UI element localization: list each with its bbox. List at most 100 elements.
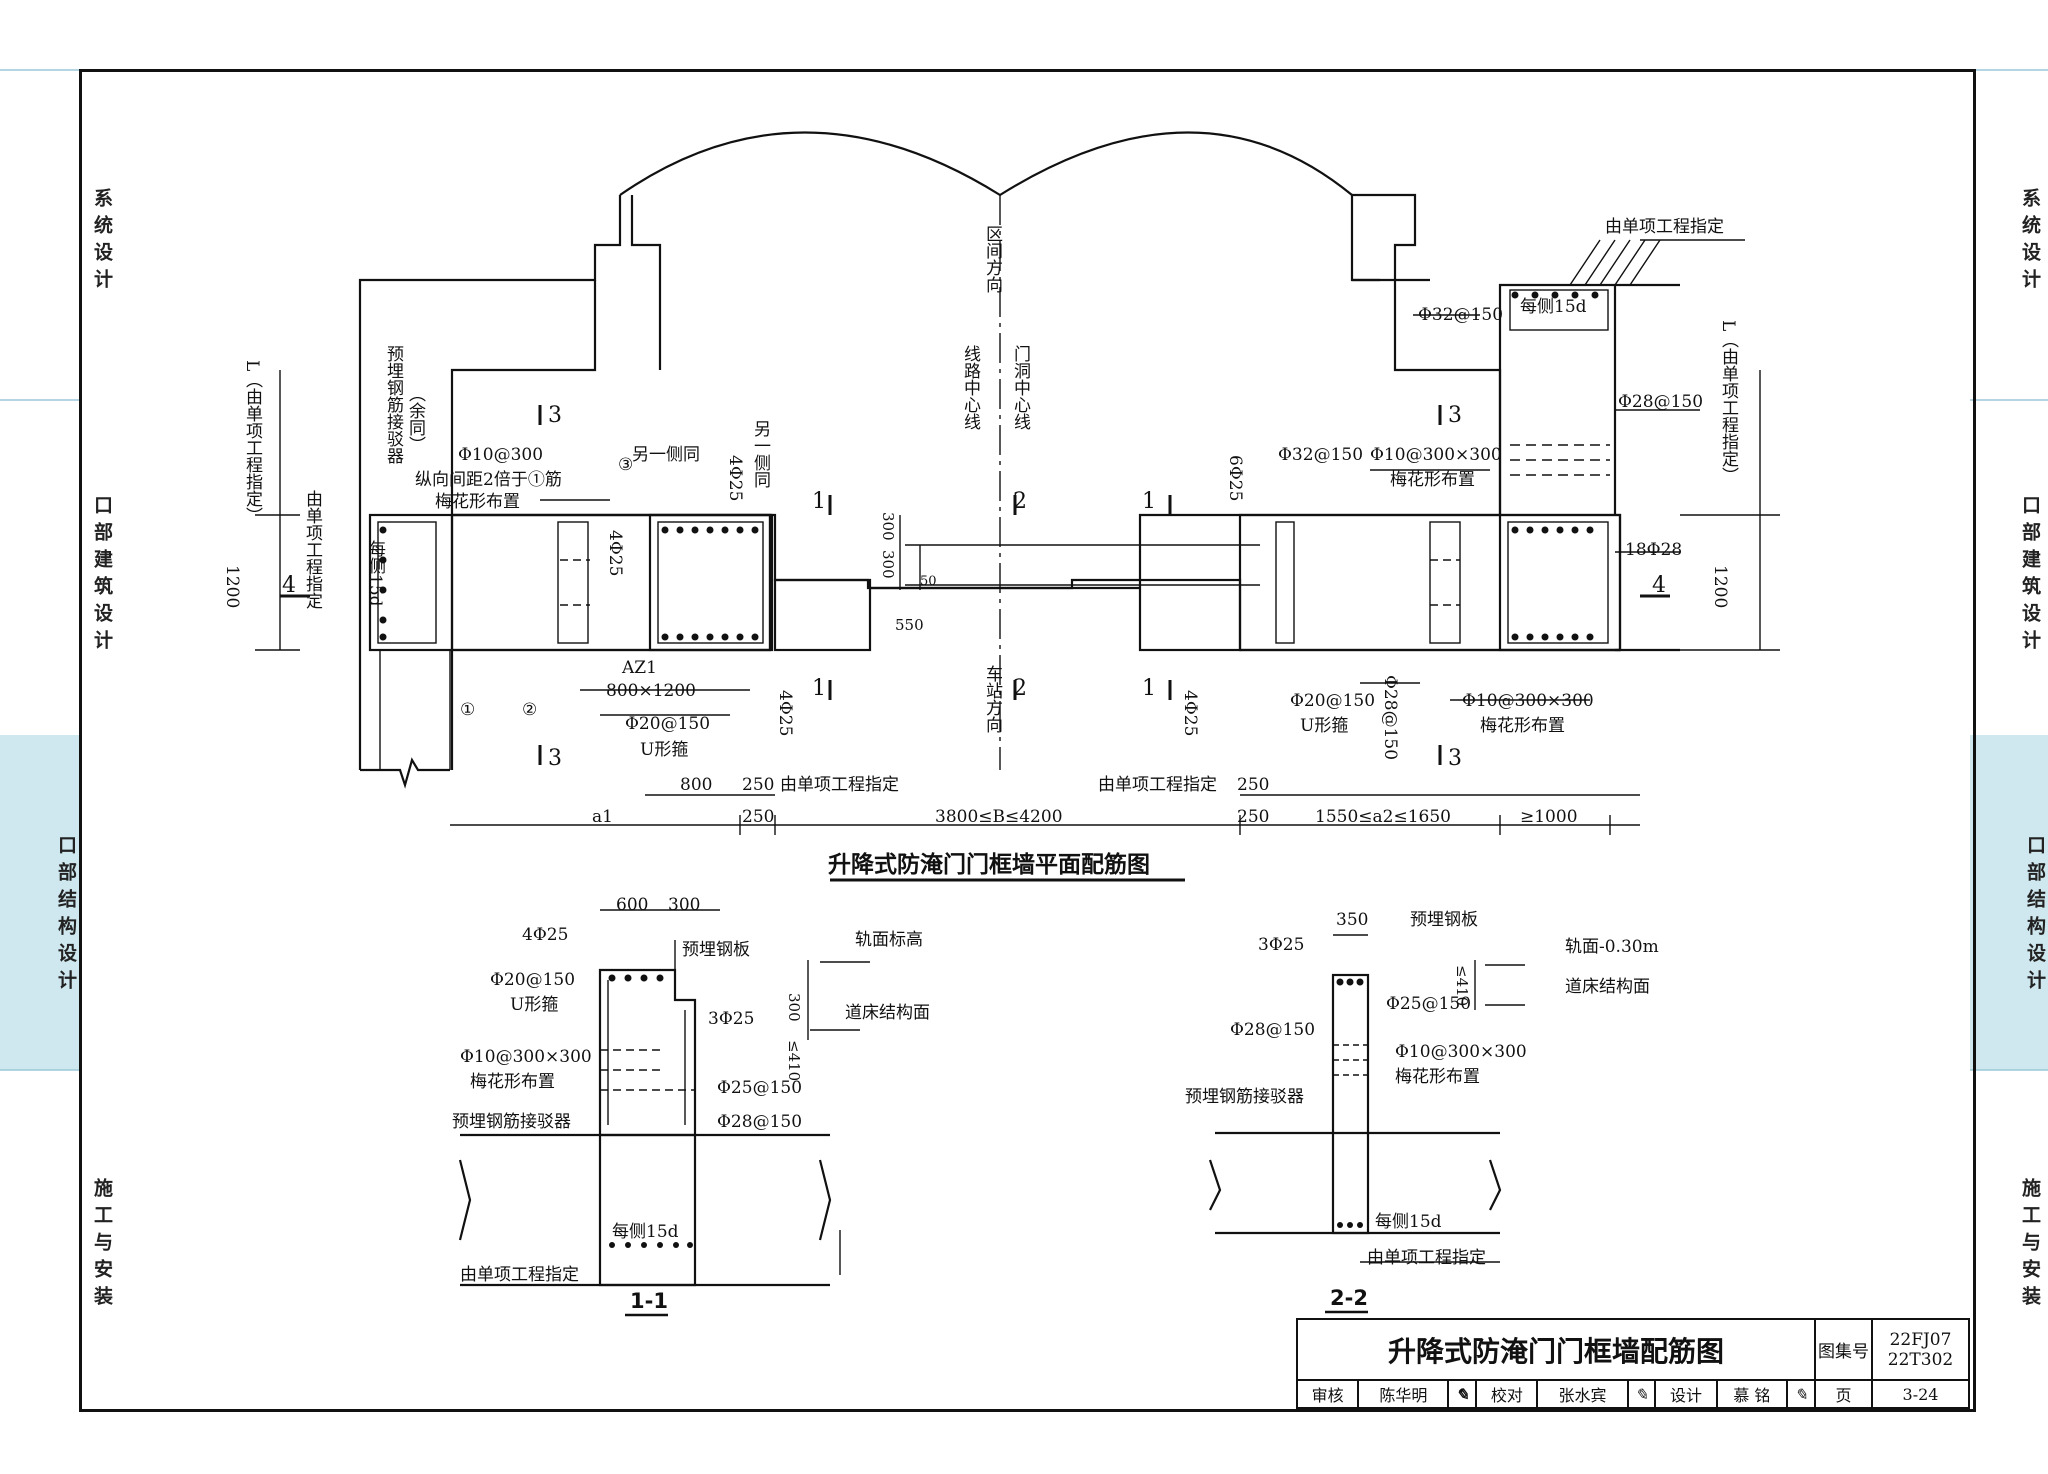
- label-interval-dir: 区间方向: [982, 225, 1003, 293]
- label-sec4-a: 4: [282, 573, 296, 598]
- label-U-hoop-r: U形箍: [1300, 716, 1348, 736]
- label-sec1-d: 1: [1142, 676, 1156, 701]
- label-sec2-b: 2: [1013, 676, 1027, 701]
- checker-name: 张水宾: [1536, 1379, 1629, 1409]
- label-long-spacing: 纵向间距2倍于①筋: [415, 470, 562, 490]
- s22-by-project: 由单项工程指定: [1367, 1248, 1486, 1268]
- label-circle3: ③: [618, 455, 633, 475]
- side-tab-left-structure[interactable]: 口部结构设计: [0, 735, 79, 1070]
- label-ge1000: ≥1000: [1520, 807, 1578, 827]
- side-tab-right-construction[interactable]: 施工与安装: [1973, 1170, 2043, 1330]
- label-a2-range: 1550≤a2≤1650: [1315, 807, 1451, 827]
- title-block: 升降式防淹门门框墙配筋图 图集号 22FJ07 22T302 审核 陈华明 ✎ …: [1295, 1318, 1970, 1409]
- side-tab-left-architecture[interactable]: 口部建筑设计: [45, 475, 115, 675]
- label-18-28: 18Φ28: [1625, 540, 1682, 560]
- s11-3-25: 3Φ25: [708, 1009, 754, 1029]
- s22-3-25: 3Φ25: [1258, 935, 1304, 955]
- side-tab-label: 系统设计: [91, 188, 113, 296]
- label-B-range: 3800≤B≤4200: [935, 807, 1063, 827]
- s11-dim-600: 600: [616, 895, 648, 915]
- side-tab-label: 口部结构设计: [55, 835, 77, 997]
- label-circle2: ②: [522, 700, 537, 720]
- s22-embed-coupler: 预埋钢筋接驳器: [1185, 1087, 1304, 1107]
- label-sec1-b: 1: [1142, 489, 1156, 514]
- label-L-left: L（由单项工程指定）: [242, 360, 263, 524]
- label-sec3-b: 3: [1448, 403, 1462, 428]
- label-door-center: 门洞中心线: [1010, 345, 1031, 430]
- label-sec3-a: 3: [548, 403, 562, 428]
- design-label: 设计: [1654, 1379, 1718, 1409]
- s11-4-25: 4Φ25: [522, 925, 568, 945]
- s11-bar-25-150: Φ25@150: [717, 1078, 802, 1098]
- label-dim-250-a: 250: [742, 775, 774, 795]
- wall-block-left: [368, 513, 772, 652]
- side-tab-right-system[interactable]: 系统设计: [1973, 180, 2043, 300]
- page-label: 页: [1814, 1379, 1873, 1409]
- label-sec3-c: 3: [548, 746, 562, 771]
- label-track-center: 线路中心线: [960, 345, 981, 430]
- s11-bar-28-150: Φ28@150: [717, 1112, 802, 1132]
- label-plum-b: 梅花形布置: [1480, 716, 1565, 736]
- atlas-number: 22FJ07 22T302: [1871, 1318, 1970, 1381]
- label-dim-1200-l: 1200: [222, 565, 242, 608]
- label-dim-550: 550: [895, 616, 924, 634]
- side-tab-label: 口部建筑设计: [2019, 495, 2041, 657]
- label-n-4-25-bl: 4Φ25: [775, 690, 795, 736]
- side-tab-left-construction[interactable]: 施工与安装: [45, 1170, 115, 1330]
- label-dim-300-a: 300: [879, 512, 897, 541]
- s11-U-hoop: U形箍: [510, 995, 558, 1015]
- drawing-frame: [79, 69, 1976, 1412]
- label-bar-20-150-l: Φ20@150: [625, 714, 710, 734]
- atlas-label: 图集号: [1814, 1318, 1873, 1381]
- label-dim-1200-r: 1200: [1710, 565, 1730, 608]
- label-dim-250-d: 250: [1237, 807, 1269, 827]
- label-other-side-same-b: 另一侧同: [750, 420, 771, 489]
- s11-each-side-15d: 每侧15d: [612, 1222, 679, 1242]
- label-by-project-d1: 由单项工程指定: [780, 775, 899, 795]
- side-tab-right-structure[interactable]: 口部结构设计: [1970, 735, 2048, 1070]
- label-embed-coupler: 预埋钢筋接驳器: [383, 345, 404, 464]
- label-bar-10-300-300-b: Φ10@300×300: [1462, 691, 1594, 711]
- label-sec1-a: 1: [812, 489, 826, 514]
- label-each-side-15d-left: 每侧15d: [365, 540, 386, 607]
- checker-signature: ✎: [1626, 1379, 1657, 1409]
- side-tab-label: 口部建筑设计: [91, 495, 113, 657]
- door-beam-right: [1138, 578, 1242, 652]
- label-each-side-15d-top: 每侧15d: [1520, 297, 1587, 317]
- s22-rail: 轨面-0.30m: [1565, 937, 1659, 957]
- label-n-4-25-a: 4Φ25: [725, 455, 745, 501]
- side-tab-label: 施工与安装: [2019, 1178, 2041, 1313]
- label-sec4-b: 4: [1652, 573, 1666, 598]
- s22-bar-28-150: Φ28@150: [1230, 1020, 1315, 1040]
- label-U-hoop-l: U形箍: [640, 740, 688, 760]
- review-label: 审核: [1295, 1379, 1360, 1409]
- side-tab-label: 施工与安装: [91, 1178, 113, 1313]
- label-bar-28-150-b: Φ28@150: [1380, 675, 1400, 760]
- s22-dim-350: 350: [1336, 910, 1368, 930]
- atlas-no-1: 22FJ07: [1889, 1329, 1952, 1350]
- s11-dim-300: 300: [668, 895, 700, 915]
- section22-title: 2-2: [1330, 1286, 1368, 1310]
- column-right: [1498, 513, 1622, 652]
- side-tab-right-architecture[interactable]: 口部建筑设计: [1973, 475, 2043, 675]
- side-tab-left-system[interactable]: 系统设计: [45, 180, 115, 300]
- label-other-side-same-a: 另一侧同: [632, 445, 700, 465]
- label-sec2-a: 2: [1013, 489, 1027, 514]
- label-by-project-top: 由单项工程指定: [1605, 217, 1724, 237]
- label-by-project-d2: 由单项工程指定: [1098, 775, 1217, 795]
- tunnel-arch-left: [619, 131, 1001, 196]
- s11-plum: 梅花形布置: [470, 1072, 555, 1092]
- atlas-no-2: 22T302: [1887, 1349, 1954, 1370]
- label-dim-800: 800: [680, 775, 712, 795]
- s22-bed-surface: 道床结构面: [1565, 977, 1650, 997]
- s22-embed-plate: 预埋钢板: [1410, 910, 1478, 930]
- label-AZ1-size: 800×1200: [606, 681, 696, 701]
- s22-bar-25-150: Φ25@150: [1386, 994, 1471, 1014]
- reviewer-name: 陈华明: [1357, 1379, 1450, 1409]
- label-n-4-25-br: 4Φ25: [1180, 690, 1200, 736]
- side-tab-label: 系统设计: [2019, 188, 2041, 296]
- label-a1: a1: [592, 807, 613, 827]
- label-n-4-25-b: 4Φ25: [605, 530, 625, 576]
- drawing-title: 升降式防淹门门框墙配筋图: [1296, 1318, 1816, 1381]
